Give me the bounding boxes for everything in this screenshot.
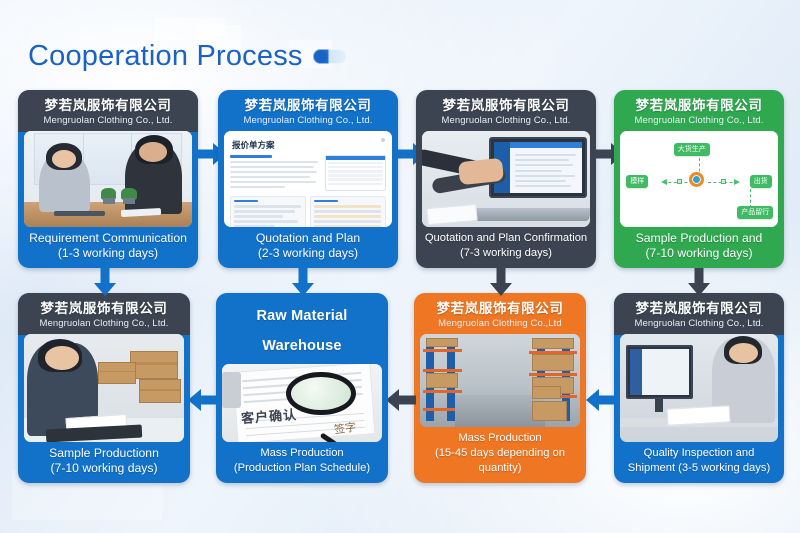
step-card-sample-production-and[interactable]: 梦若岚服饰有限公司 Mengruolan Clothing Co., Ltd. … — [614, 90, 784, 268]
step-card-mass-production-warehouse[interactable]: 梦若岚服饰有限公司 Mengruolan Clothing Co.,Ltd — [414, 293, 586, 483]
company-name-cn: 梦若岚服饰有限公司 — [244, 98, 372, 113]
step-card-quality-inspection-shipment[interactable]: 梦若岚服饰有限公司 Mengruolan Clothing Co., Ltd. … — [614, 293, 784, 483]
company-name-cn: 梦若岚服饰有限公司 — [44, 98, 172, 113]
card-header-background — [18, 293, 190, 335]
caption-line-1: Mass Production — [260, 447, 344, 459]
company-name-en: Mengruolan Clothing Co., Ltd. — [634, 115, 764, 126]
toggle-pill-icon — [312, 49, 347, 64]
caption-line-1: Quotation and Plan Confirmation — [424, 232, 588, 244]
card-header: 梦若岚服饰有限公司 Mengruolan Clothing Co., Ltd. — [620, 96, 778, 128]
step-caption: Sample Production and (7-10 working days… — [620, 227, 778, 264]
step-thumbnail-handshake-laptop — [422, 131, 590, 227]
document-signature: 签字 — [333, 420, 358, 437]
company-name-en: Mengruolan Clothing Co., Ltd. — [634, 318, 764, 329]
caption-line-1: Quotation and Plan — [255, 231, 361, 245]
company-name-en: Mengruolan Clothing Co.,Ltd — [438, 318, 562, 329]
flow-node-top: 大货生产 — [673, 142, 710, 156]
step-thumbnail-quality-inspection — [620, 334, 778, 442]
page-title: Cooperation Process — [28, 40, 303, 72]
caption-line-2: (7-10 working days) — [50, 461, 158, 475]
card-header: 梦若岚服饰有限公司 Mengruolan Clothing Co., Ltd. — [224, 96, 392, 128]
step-card-quotation-confirmation[interactable]: 梦若岚服饰有限公司 Mengruolan Clothing Co., Ltd. — [416, 90, 596, 268]
caption-line-1: Quality Inspection and — [643, 447, 755, 459]
company-name-cn: 梦若岚服饰有限公司 — [635, 98, 763, 113]
step-thumbnail-flow-diagram: 大货生产 模样 出货 产品留行 — [620, 131, 778, 227]
card-header: 梦若岚服饰有限公司 Mengruolan Clothing Co., Ltd. — [422, 96, 590, 128]
caption-line-2: (1-3 working days) — [57, 246, 159, 260]
document-title-cn: 报价单方案 — [232, 140, 275, 150]
step-caption: Quality Inspection and Shipment (3-5 wor… — [620, 442, 778, 479]
caption-line-2: (7-3 working days) — [459, 247, 553, 259]
step-thumbnail-warehouse — [420, 334, 580, 427]
caption-line-2: (7-10 working days) — [645, 246, 753, 260]
title-row: Cooperation Process — [28, 40, 347, 73]
flow-node-bottom: 产品留行 — [737, 206, 774, 220]
caption-line-1: Sample Productionn — [49, 446, 159, 460]
caption-line-1: Requirement Communication — [29, 231, 187, 245]
company-name-en: Mengruolan Clothing Co., Ltd. — [39, 318, 169, 329]
arrow-step7-step8 — [188, 389, 218, 411]
step-caption: Quotation and Plan Confirmation (7-3 wor… — [422, 227, 590, 264]
company-name-cn: 梦若岚服饰有限公司 — [436, 301, 564, 316]
magnifier-icon — [286, 371, 357, 416]
caption-line-2: (Production Plan Schedule) — [233, 462, 371, 474]
arrow-step5-step6 — [586, 389, 616, 411]
company-name-cn: 梦若岚服饰有限公司 — [40, 301, 168, 316]
step-caption: Mass Production (Production Plan Schedul… — [222, 442, 382, 479]
company-name-en: Mengruolan Clothing Co., Ltd. — [243, 115, 373, 126]
arrow-step8-down — [94, 266, 116, 296]
document-stamp-cn: 客户确认 — [240, 407, 298, 427]
step-thumbnail-sample-worker — [24, 334, 184, 442]
step-card-quotation-and-plan[interactable]: 梦若岚服饰有限公司 Mengruolan Clothing Co., Ltd. … — [218, 90, 398, 268]
step-card-sample-productionn[interactable]: 梦若岚服饰有限公司 Mengruolan Clothing Co., Ltd. … — [18, 293, 190, 483]
caption-line-1: Mass Production — [458, 432, 542, 444]
step-thumbnail-quotation-doc: 报价单方案 — [224, 131, 392, 227]
step-thumbnail-meeting — [24, 131, 192, 227]
step-caption: Requirement Communication (1-3 working d… — [24, 227, 192, 264]
flow-hub-icon — [689, 171, 704, 187]
arrow-step6-step7 — [386, 389, 416, 411]
step-caption: Mass Production (15-45 days depending on… — [420, 427, 580, 479]
card-header: 梦若岚服饰有限公司 Mengruolan Clothing Co., Ltd. — [24, 96, 192, 128]
company-name-en: Mengruolan Clothing Co., Ltd. — [441, 115, 571, 126]
background-accent-block — [196, 25, 242, 55]
caption-line-2: (2-3 working days) — [257, 246, 359, 260]
caption-line-2: (15-45 days depending on quantity) — [434, 447, 565, 474]
arrow-step3-down — [490, 266, 512, 296]
card-header-background — [614, 293, 784, 335]
arrow-step4-step5 — [688, 268, 710, 296]
caption-line-1: Sample Production and — [635, 231, 763, 245]
caption-line-2: Shipment (3-5 working days) — [627, 462, 771, 474]
step-thumbnail-customer-confirmation: 客户确认 签字 — [222, 364, 382, 442]
company-name-cn: 梦若岚服饰有限公司 — [635, 301, 763, 316]
step-card-mass-production-plan[interactable]: Raw Material Warehouse 客户确认 签字 Mass Prod… — [216, 293, 388, 483]
card-header: Raw Material Warehouse — [222, 299, 382, 361]
card-header: 梦若岚服饰有限公司 Mengruolan Clothing Co., Ltd. — [24, 299, 184, 331]
step-caption: Sample Productionn (7-10 working days) — [24, 442, 184, 479]
flow-node-right: 出货 — [749, 175, 772, 189]
step-caption: Quotation and Plan (2-3 working days) — [224, 227, 392, 264]
card-header: 梦若岚服饰有限公司 Mengruolan Clothing Co., Ltd. — [620, 299, 778, 331]
card-header-background — [18, 90, 198, 132]
card-header: 梦若岚服饰有限公司 Mengruolan Clothing Co.,Ltd — [420, 299, 580, 331]
arrow-step2-down — [292, 266, 314, 296]
card-header-title: Raw Material Warehouse — [256, 308, 348, 354]
company-name-cn: 梦若岚服饰有限公司 — [442, 98, 570, 113]
step-card-requirement-communication[interactable]: 梦若岚服饰有限公司 Mengruolan Clothing Co., Ltd. … — [18, 90, 198, 268]
flow-node-left: 模样 — [626, 175, 649, 189]
company-name-en: Mengruolan Clothing Co., Ltd. — [43, 115, 173, 126]
